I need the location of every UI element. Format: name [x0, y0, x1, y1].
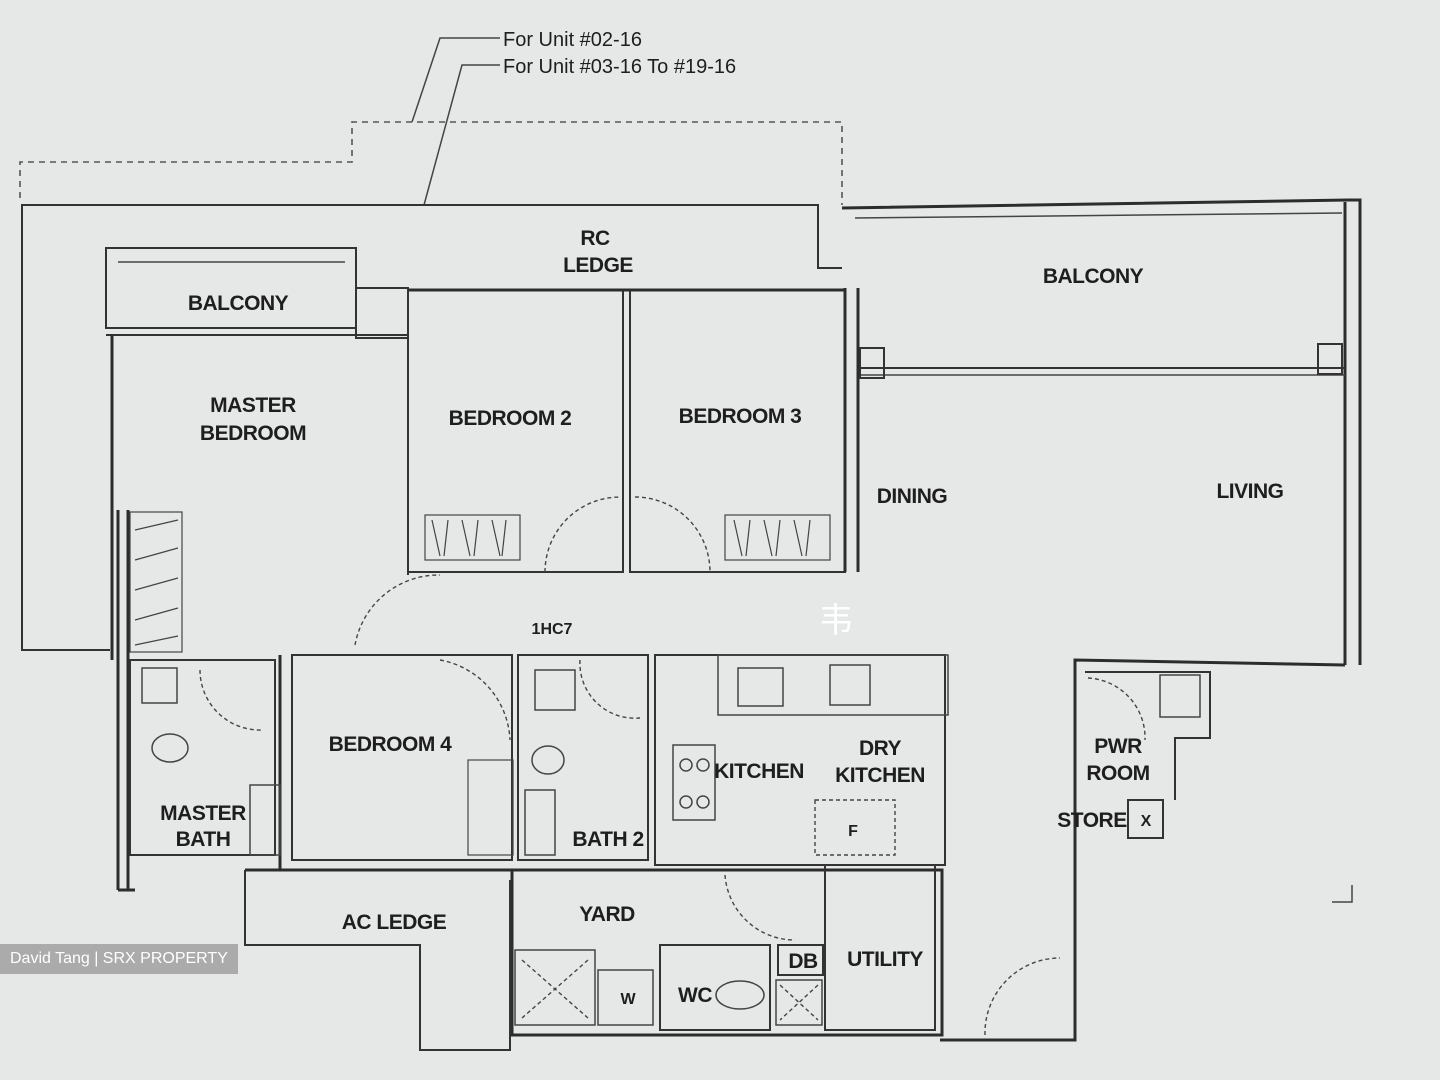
label-ac-ledge: AC LEDGE — [342, 911, 447, 934]
label-master-bedroom-1: MASTER — [210, 394, 296, 417]
bath-2-door — [579, 659, 641, 719]
label-dining: DINING — [877, 485, 948, 508]
bath-2-basin — [534, 669, 576, 711]
fridge-box — [814, 799, 896, 856]
label-dry-kitchen-1: DRY — [859, 737, 902, 760]
bedroom-4-wall — [291, 654, 513, 861]
bedroom-3-wardrobe-hatch — [733, 519, 811, 557]
rc-ledge-outline — [21, 204, 842, 651]
note-unit-02: For Unit #02-16 — [503, 29, 642, 51]
leader-line-unit-02 — [411, 37, 500, 123]
balcony-left-box — [105, 247, 357, 329]
wc-box — [659, 944, 771, 1031]
ac-ledge-outline — [244, 870, 511, 1051]
label-store: STORE — [1057, 809, 1127, 832]
label-w: W — [620, 991, 636, 1008]
kitchen-sink — [737, 667, 784, 707]
master-bedroom-wall — [106, 334, 409, 575]
pwr-door — [1087, 677, 1146, 741]
bath-2-toilet — [531, 745, 565, 775]
dry-kitchen-sink — [829, 664, 871, 706]
master-bath-wall — [129, 659, 276, 856]
utility-wall — [824, 864, 936, 1031]
label-balcony-left: BALCONY — [188, 292, 289, 315]
leader-line-unit-03 — [423, 64, 500, 206]
column-master — [355, 287, 409, 339]
label-utility: UTILITY — [847, 948, 923, 971]
label-x: X — [1141, 813, 1152, 830]
note-unit-03-19: For Unit #03-16 To #19-16 — [503, 56, 736, 78]
label-bedroom-4: BEDROOM 4 — [329, 733, 453, 756]
master-toilet — [151, 733, 189, 763]
bedroom-2-wardrobe — [424, 514, 521, 561]
yard-door — [724, 874, 796, 941]
hob-burner-1 — [679, 758, 693, 772]
bedroom-2-wall — [407, 289, 624, 573]
master-basin — [141, 667, 178, 704]
master-wardrobe — [129, 511, 183, 653]
column-box-right — [1317, 343, 1343, 375]
pwr-room-wall — [1085, 671, 1211, 800]
label-bath-2: BATH 2 — [572, 828, 643, 851]
bedroom-2-wardrobe-hatch — [431, 519, 507, 557]
wc-toilet — [715, 980, 765, 1010]
bedroom-3-wardrobe — [724, 514, 831, 561]
label-bedroom-3: BEDROOM 3 — [679, 405, 802, 428]
label-kitchen: KITCHEN — [714, 760, 804, 783]
bath-2-wall — [517, 654, 649, 861]
hob-burner-4 — [696, 795, 710, 809]
kitchen-hob — [672, 744, 716, 821]
w-box — [597, 969, 654, 1026]
washer-x — [521, 959, 589, 1019]
yard-wall — [510, 868, 944, 1037]
label-master-bath-2: BATH — [176, 828, 231, 851]
watermark-glyph: 韦 — [819, 601, 853, 641]
db-box — [777, 944, 824, 976]
label-rc-ledge-1: RC — [580, 227, 610, 250]
bedroom-3-wall — [629, 289, 846, 573]
label-master-bath-1: MASTER — [160, 802, 246, 825]
bedroom-3-door — [634, 496, 711, 573]
washer-box — [514, 949, 596, 1026]
master-wardrobe-hatch — [134, 519, 179, 646]
label-bedroom-2: BEDROOM 2 — [449, 407, 572, 430]
balcony-right-inner-top — [854, 212, 1343, 219]
label-hcl: 1HC7 — [532, 621, 573, 638]
label-yard: YARD — [579, 903, 635, 926]
pwr-basin — [1159, 674, 1201, 718]
living-bottom-wall — [940, 658, 1346, 1042]
main-entrance-door — [984, 957, 1061, 1036]
kitchen-counter-top — [717, 654, 949, 716]
label-wc: WC — [678, 984, 712, 1007]
corner-mark — [1332, 885, 1353, 903]
watermark-caption: David Tang | SRX PROPERTY — [0, 944, 238, 974]
label-balcony-right: BALCONY — [1043, 265, 1144, 288]
label-pwr-room-1: PWR — [1094, 735, 1142, 758]
master-bath-door — [199, 669, 263, 731]
label-dry-kitchen-2: KITCHEN — [835, 764, 925, 787]
right-block-wall — [841, 198, 1362, 665]
hob-burner-2 — [696, 758, 710, 772]
bath-2-shower — [524, 789, 556, 856]
master-shower — [249, 784, 281, 856]
utility-shower-x — [779, 984, 819, 1021]
store-box — [1127, 799, 1164, 839]
bedroom-2-door — [544, 496, 621, 573]
bedroom-4-door-swing — [439, 659, 511, 741]
bedroom-4-wardrobe — [467, 759, 514, 856]
label-f: F — [848, 823, 858, 840]
label-living: LIVING — [1216, 480, 1283, 503]
column-box-left — [859, 347, 885, 379]
label-rc-ledge-2: LEDGE — [563, 254, 633, 277]
dashed-outline-unit-02 — [19, 121, 843, 205]
hob-burner-3 — [679, 795, 693, 809]
label-master-bedroom-2: BEDROOM — [200, 422, 306, 445]
bedroom-4-door — [354, 574, 441, 646]
utility-shower — [775, 979, 823, 1026]
label-pwr-room-2: ROOM — [1086, 762, 1149, 785]
label-db: DB — [788, 950, 818, 973]
